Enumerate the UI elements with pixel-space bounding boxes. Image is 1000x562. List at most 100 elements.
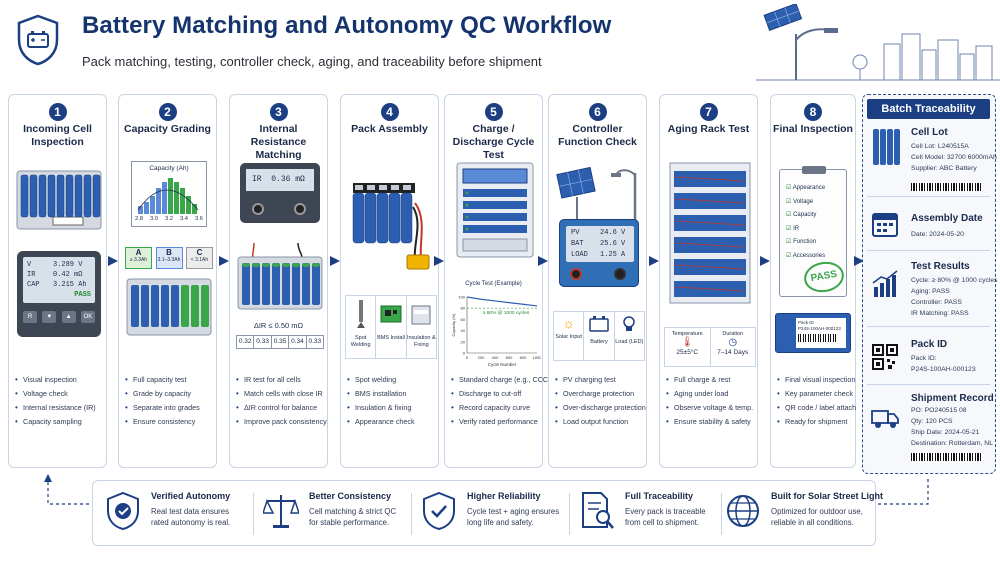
ir-meter: IR 0.36 mΩ xyxy=(240,163,320,223)
x-tick-label: 0 xyxy=(466,355,469,360)
flow-arrow-icon xyxy=(760,256,770,266)
page-subtitle: Pack matching, testing, controller check… xyxy=(82,54,542,69)
meter-button-up[interactable]: ▲ xyxy=(61,311,76,323)
step-bullets: Final visual inspection Key parameter ch… xyxy=(777,373,856,429)
trace-assembly-date: Assembly Date Date: 2024-05-20 xyxy=(867,201,990,251)
bullet: Ensure stability & safety xyxy=(666,415,754,429)
temperature-label: Temperature xyxy=(671,331,703,337)
duration-label: Duration xyxy=(722,331,744,337)
meter-status: PASS xyxy=(74,291,91,299)
tool-label: BMS Install xyxy=(377,335,405,341)
probe-jack-right xyxy=(294,203,306,215)
grade-a: A ≥ 3.3Ah xyxy=(125,247,152,269)
document-search-icon xyxy=(582,492,614,529)
benefit-title: Verified Autonomy xyxy=(151,491,231,501)
growth-chart-icon xyxy=(872,270,898,297)
load-label: LOAD xyxy=(571,251,588,259)
pass-stamp: PASS xyxy=(801,258,847,296)
tick: 3.0 xyxy=(149,216,159,222)
benefit-title: Better Consistency xyxy=(309,491,392,501)
cell-meter: V 3.289 V IR 0.42 mΩ CAP 3.215 Ah PASS R… xyxy=(17,251,101,337)
trace-test-results: Test Results Cycle: ≥ 80% @ 1000 cycles … xyxy=(867,255,998,327)
sun-icon: ☼ xyxy=(562,315,576,331)
trace-line: Cell Model: 32700 6000mAh xyxy=(911,154,997,161)
battery-pack-illustration xyxy=(352,183,430,270)
bullet: BMS installation xyxy=(347,387,435,401)
step-title: Final Inspection xyxy=(773,123,853,135)
trace-line: Pack ID: xyxy=(911,355,937,362)
trace-shipment-record: Shipment Record PO: PO240515 08 Qty: 120… xyxy=(867,389,994,471)
benefit-desc: Optimized for outdoor use, xyxy=(771,507,863,516)
led-bulb-icon xyxy=(623,316,636,331)
pack-barcode xyxy=(798,334,838,342)
grade-b-range: 3.1–3.3Ah xyxy=(157,257,181,263)
flow-arrow-icon xyxy=(219,256,229,266)
checklist-item: IR xyxy=(793,225,800,232)
grade-b-label: B xyxy=(166,248,172,257)
meter-button-down[interactable]: ▼ xyxy=(42,311,57,323)
bullet: Separate into grades xyxy=(125,401,213,415)
grade-c-label: C xyxy=(196,248,203,257)
pack-label-code: P24S-100AH-000123 xyxy=(798,326,841,331)
bullet: Full charge & rest xyxy=(666,373,754,387)
temperature-value: 25±5°C xyxy=(676,349,699,356)
trace-pack-id: Pack ID Pack ID: P24S-100AH-000123 xyxy=(867,331,990,385)
battery-shield-logo-icon xyxy=(17,14,59,66)
trace-line: Qty: 120 PCS xyxy=(911,418,953,425)
divider xyxy=(253,493,254,535)
batch-traceability-panel: Batch Traceability Cell Lot Cell Lot: L2… xyxy=(862,94,998,474)
checklist-item: Accessories xyxy=(792,252,826,259)
grade-a-range: ≥ 3.3Ah xyxy=(129,257,148,263)
step-capacity-grading: 2 Capacity Grading Capacity (Ah) 2.8 3.0… xyxy=(118,94,217,468)
clock-icon: ◷ xyxy=(728,337,738,348)
ir-cell: 0.32 xyxy=(237,336,255,348)
benefit-desc: Cell matching & strict QC xyxy=(309,507,397,516)
step-pack-assembly: 4 Pack Assembly Spot Welding BMS Install xyxy=(340,94,439,468)
flow-arrow-icon xyxy=(649,256,659,266)
battery-pack-label: Pack ID P24S-100AH-000123 xyxy=(775,313,851,353)
benefit-title: Full Traceability xyxy=(625,491,694,501)
benefit-desc: Every pack is traceable xyxy=(625,507,706,516)
step-title: Capacity Grading xyxy=(124,123,211,135)
grade-a-label: A xyxy=(135,248,142,257)
check-icon: ☑ xyxy=(786,239,792,245)
io-label: Load (LED) xyxy=(615,339,644,345)
header: Battery Matching and Autonomy QC Workflo… xyxy=(0,0,1000,88)
solar-street-light-skyline-illustration xyxy=(756,4,1000,81)
meter-button-r[interactable]: R xyxy=(23,311,37,323)
benefit-solar-street-light: Built for Solar Street Light Optimized f… xyxy=(719,489,883,539)
checklist-item: Capacity xyxy=(793,212,817,218)
step-bullets: Full capacity test Grade by capacity Sep… xyxy=(125,373,213,429)
trace-line: Aging: PASS xyxy=(911,288,950,295)
bat-value: 25.6 V xyxy=(600,240,626,248)
battery-cells-icon xyxy=(873,129,900,165)
tick: 3.4 xyxy=(179,216,189,222)
step-number: 6 xyxy=(588,103,607,121)
bullet: Over-discharge protection xyxy=(555,401,646,415)
trace-line: Cycle: ≥ 80% @ 1000 cycles xyxy=(911,277,998,284)
inspection-clipboard: ☑ Appearance ☑ Voltage ☑ Capacity ☑ IR ☑… xyxy=(779,166,847,297)
meter-ir-value: 0.42 mΩ xyxy=(53,271,83,279)
step-title: Incoming Cell Inspection xyxy=(23,123,92,148)
trace-line: P24S-100AH-000123 xyxy=(911,366,976,373)
step-internal-resistance-matching: 3 Internal Resistance Matching IR 0.36 m… xyxy=(229,94,328,468)
terminal-red xyxy=(570,268,582,280)
y-tick-label: 60 xyxy=(461,317,466,322)
pack-label-title: Pack ID xyxy=(798,320,814,325)
bullet: Aging under load xyxy=(666,387,754,401)
y-tick-label: 100 xyxy=(458,295,465,300)
threshold-note: ≥ 80% @ 1000 cycles xyxy=(483,310,530,316)
step-bullets: IR test for all cells Match cells with c… xyxy=(236,373,327,429)
insulation-pack-icon xyxy=(411,305,431,325)
bullet: Ready for shipment xyxy=(777,415,852,429)
step-title: Controller Function Check xyxy=(558,123,637,148)
divider xyxy=(721,493,722,535)
meter-v-value: 3.289 V xyxy=(53,261,83,269)
qr-code-icon xyxy=(872,344,898,370)
x-tick-label: 200 xyxy=(478,355,485,360)
bullet: Visual inspection xyxy=(15,373,103,387)
truck-icon xyxy=(871,410,899,428)
meter-button-ok[interactable]: OK xyxy=(80,311,95,323)
x-tick-label: 600 xyxy=(506,355,513,360)
